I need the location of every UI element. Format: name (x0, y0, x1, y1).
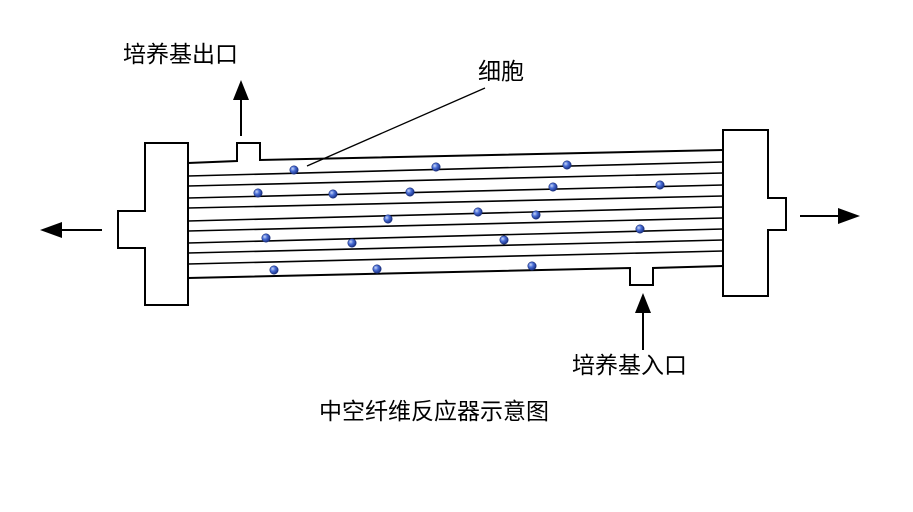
medium-outlet-arrow (233, 80, 249, 136)
cell (527, 261, 537, 271)
right-end-cap (722, 129, 787, 297)
cell (562, 160, 572, 170)
left-flow-arrow (40, 222, 102, 238)
right-flow-arrow (800, 208, 860, 224)
medium-inlet-arrow (635, 293, 651, 350)
cell (531, 210, 541, 220)
cell (473, 207, 483, 217)
hollow-fiber (187, 184, 724, 199)
cell (431, 162, 441, 172)
hollow-fiber (187, 228, 724, 244)
cell (347, 238, 357, 248)
cell (405, 187, 415, 197)
shell-top-edge (187, 142, 724, 164)
cell (253, 188, 263, 198)
cell (499, 235, 509, 245)
cell (261, 233, 271, 243)
hollow-fibers (187, 161, 724, 265)
cell (328, 189, 338, 199)
cell (548, 182, 558, 192)
shell-bottom-edge (187, 265, 724, 286)
hollow-fiber (187, 161, 724, 177)
cell (269, 265, 279, 275)
hollow-fiber (187, 250, 724, 265)
cell (289, 165, 299, 175)
left-end-cap (117, 142, 189, 306)
medium-outlet-label: 培养基出口 (123, 42, 238, 68)
cell (655, 180, 665, 190)
hollow-fiber (187, 239, 724, 254)
medium-inlet-label: 培养基入口 (572, 353, 687, 379)
cell-leader-line (306, 87, 486, 167)
diagram-caption: 中空纤维反应器示意图 (319, 399, 549, 425)
hollow-fiber (187, 195, 724, 209)
cell (383, 214, 393, 224)
hollow-fiber (187, 217, 724, 232)
hollow-fiber (187, 206, 724, 222)
cells (253, 160, 665, 275)
cell (372, 264, 382, 274)
cell-label: 细胞 (478, 59, 524, 85)
hollow-fiber (187, 172, 724, 187)
cell (635, 224, 645, 234)
